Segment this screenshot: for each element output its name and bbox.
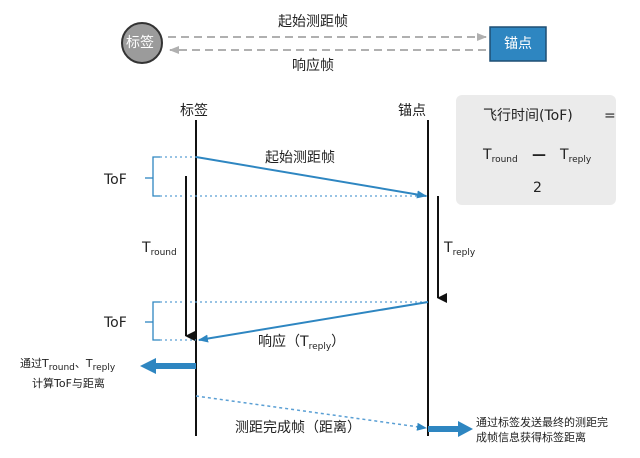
- tof-lower-label: ToF: [104, 315, 127, 331]
- right-output-arrow: [428, 421, 473, 437]
- formula-equals: =: [604, 108, 616, 124]
- formula-numerator-a: Tround: [483, 147, 518, 165]
- response-label: 响应（Treply）: [258, 334, 346, 352]
- final-frame-label: 测距完成帧（距离）: [235, 420, 361, 436]
- formula-numerator-b: Treply: [560, 147, 592, 165]
- formula-denominator: 2: [533, 180, 542, 196]
- left-note-line-1: 通过Tround、Treply: [20, 357, 116, 373]
- tag-circle-label: 标签: [126, 35, 154, 51]
- tag-circle: [121, 22, 163, 64]
- final-frame-arrow: [195, 395, 427, 431]
- anchor-box: [489, 26, 547, 62]
- tag-header: 标签: [180, 103, 208, 119]
- response-arrow: [198, 301, 429, 343]
- right-note-line-1: 通过标签发送最终的测距完: [476, 416, 608, 429]
- top-start-frame-label: 起始测距帧: [278, 14, 348, 30]
- formula-lhs: 飞行时间(ToF): [483, 108, 573, 124]
- tof-upper-label: ToF: [104, 172, 127, 188]
- t-round-label: Tround: [142, 240, 177, 258]
- start-frame-label: 起始测距帧: [265, 150, 335, 166]
- anchor-box-label: 锚点: [504, 36, 532, 52]
- anchor-header: 锚点: [398, 103, 426, 119]
- formula-box: [456, 95, 616, 205]
- right-note-line-2: 成帧信息获得标签距离: [476, 431, 586, 444]
- left-output-arrow: [140, 358, 196, 374]
- tof-bracket-lower: [152, 301, 160, 341]
- tof-bracket-upper: [152, 156, 160, 197]
- formula-minus: —: [532, 147, 546, 163]
- left-note-line-2: 计算ToF与距离: [32, 377, 105, 390]
- t-reply-label: Treply: [444, 240, 476, 258]
- start-frame-arrow: [195, 156, 427, 199]
- top-response-frame-label: 响应帧: [292, 58, 334, 74]
